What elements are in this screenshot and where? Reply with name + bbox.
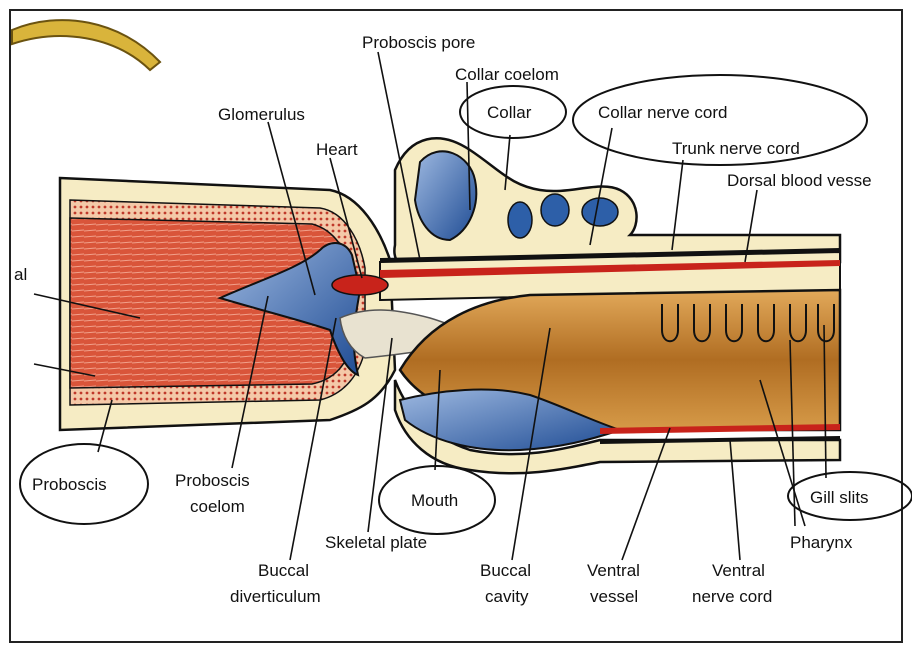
label-dorsal-blood-vessel: Dorsal blood vesse — [727, 171, 872, 190]
label-collar-coelom: Collar coelom — [455, 65, 559, 84]
label-proboscis-coelom-line1: Proboscis — [175, 471, 250, 490]
label-proboscis: Proboscis — [32, 475, 107, 494]
label-proboscis-pore: Proboscis pore — [362, 33, 475, 52]
label-proboscis-coelom-line2: coelom — [190, 497, 245, 516]
label-heart: Heart — [316, 140, 358, 159]
label-ventral-nerve-cord-line1: Ventral — [712, 561, 765, 580]
label-ventral-vessel-line2: vessel — [590, 587, 638, 606]
label-mouth: Mouth — [411, 491, 458, 510]
label-buccal-diverticulum-line1: Buccal — [258, 561, 309, 580]
label-buccal-cavity-line2: cavity — [485, 587, 529, 606]
label-trunk-nerve-cord: Trunk nerve cord — [672, 139, 800, 158]
label-glomerulus: Glomerulus — [218, 105, 305, 124]
label-collar-nerve-cord: Collar nerve cord — [598, 103, 727, 122]
label-collar: Collar — [487, 103, 532, 122]
heart-shape — [332, 275, 388, 295]
label-gill-slits: Gill slits — [810, 488, 869, 507]
label-ventral-nerve-cord-line2: nerve cord — [692, 587, 772, 606]
label-pharynx: Pharynx — [790, 533, 853, 552]
label-buccal-diverticulum-line2: diverticulum — [230, 587, 321, 606]
label-ventral-vessel-line1: Ventral — [587, 561, 640, 580]
label-partial-left: al — [14, 265, 27, 284]
label-buccal-cavity-line1: Buccal — [480, 561, 531, 580]
label-skeletal-plate: Skeletal plate — [325, 533, 427, 552]
